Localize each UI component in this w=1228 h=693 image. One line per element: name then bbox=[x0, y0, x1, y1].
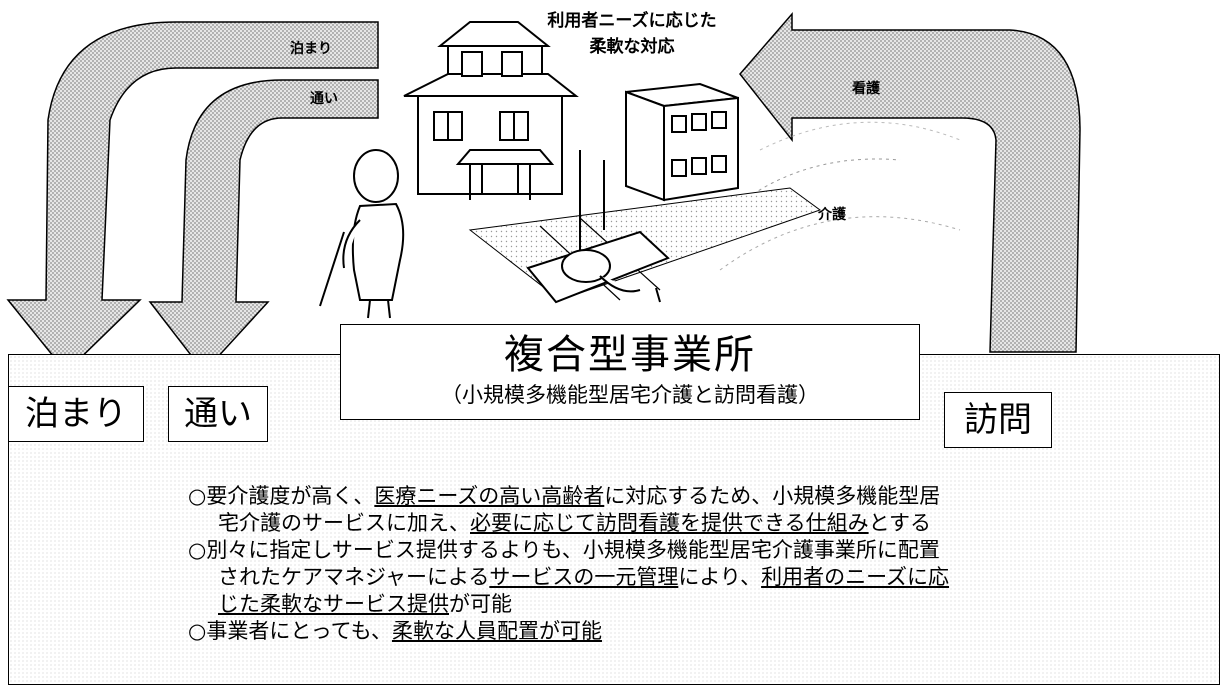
care-arrow-label: 介護 bbox=[818, 207, 846, 223]
bullet-2-underline-c: じた柔軟なサービス提供 bbox=[218, 592, 449, 616]
bed-patient-illustration bbox=[526, 230, 670, 304]
overnight-label-box: 泊まり bbox=[8, 386, 144, 442]
nursing-arrow-label: 看護 bbox=[852, 81, 880, 97]
bullet-1-text-b: に対応するため、小規模多機能型居 bbox=[604, 484, 941, 508]
facility-title-box: 複合型事業所 （小規模多機能型居宅介護と訪問看護） bbox=[340, 324, 920, 420]
bullet-2-underline-b: 利用者のニーズに応 bbox=[761, 565, 950, 589]
bullet-2-underline-a: サービスの一元管理 bbox=[489, 565, 679, 589]
bullet-2-text-b: されたケアマネジャーによる bbox=[218, 565, 490, 589]
bullet-1-cont: 宅介護のサービスに加え、必要に応じて訪問看護を提供できる仕組みとする bbox=[188, 510, 1048, 537]
house-illustration bbox=[403, 21, 579, 200]
top-caption-line2: 柔軟な対応 bbox=[589, 37, 675, 57]
bullet-1-text-d: とする bbox=[868, 511, 931, 535]
bullet-1: ○要介護度が高く、医療ニーズの高い高齢者に対応するため、小規模多機能型居 bbox=[188, 483, 1048, 510]
daycare-label-box: 通い bbox=[168, 386, 268, 442]
daycare-arrow bbox=[148, 79, 379, 374]
description-bullets: ○要介護度が高く、医療ニーズの高い高齢者に対応するため、小規模多機能型居 宅介護… bbox=[188, 483, 1048, 645]
bullet-1-text-c: 宅介護のサービスに加え、 bbox=[218, 511, 470, 535]
overnight-label: 泊まり bbox=[25, 394, 127, 434]
daycare-label: 通い bbox=[184, 394, 252, 434]
bullet-3-text-a: ○事業者にとっても、 bbox=[188, 619, 392, 643]
visit-label-box: 訪問 bbox=[944, 392, 1052, 448]
overnight-arrow bbox=[6, 21, 379, 374]
top-caption-line1: 利用者ニーズに応じた bbox=[547, 11, 717, 31]
overnight-arrow-label: 泊まり bbox=[290, 41, 332, 57]
bullet-2-text-a: ○別々に指定しサービス提供するよりも、小規模多機能型居宅介護事業所に配置 bbox=[188, 538, 940, 562]
elderly-man-illustration bbox=[319, 149, 405, 319]
bullet-2-text-c: により、 bbox=[678, 565, 762, 589]
visit-label: 訪問 bbox=[964, 400, 1032, 440]
care-arc bbox=[719, 216, 961, 271]
daycare-arrow-label: 通い bbox=[310, 91, 338, 107]
apartment-illustration bbox=[579, 82, 739, 250]
facility-title: 複合型事業所 bbox=[504, 332, 756, 378]
bullet-2: ○別々に指定しサービス提供するよりも、小規模多機能型居宅介護事業所に配置 bbox=[188, 537, 1048, 564]
bullet-3-underline-a: 柔軟な人員配置が可能 bbox=[391, 619, 602, 643]
top-caption: 利用者ニーズに応じた 柔軟な対応 bbox=[512, 8, 752, 60]
visit-arrow bbox=[739, 11, 1081, 353]
bullet-2-cont2: じた柔軟なサービス提供が可能 bbox=[188, 591, 1048, 618]
bullet-2-text-d: が可能 bbox=[449, 592, 512, 616]
bullet-1-underline-a: 医療ニーズの高い高齢者 bbox=[374, 484, 605, 508]
bullet-1-underline-b: 必要に応じて訪問看護を提供できる仕組み bbox=[470, 511, 869, 535]
facility-subtitle: （小規模多機能型居宅介護と訪問看護） bbox=[441, 383, 819, 407]
bullet-1-text-a: ○要介護度が高く、 bbox=[188, 484, 375, 508]
bullet-2-cont: されたケアマネジャーによるサービスの一元管理により、利用者のニーズに応 bbox=[188, 564, 1048, 591]
bullet-3: ○事業者にとっても、柔軟な人員配置が可能 bbox=[188, 618, 1048, 645]
